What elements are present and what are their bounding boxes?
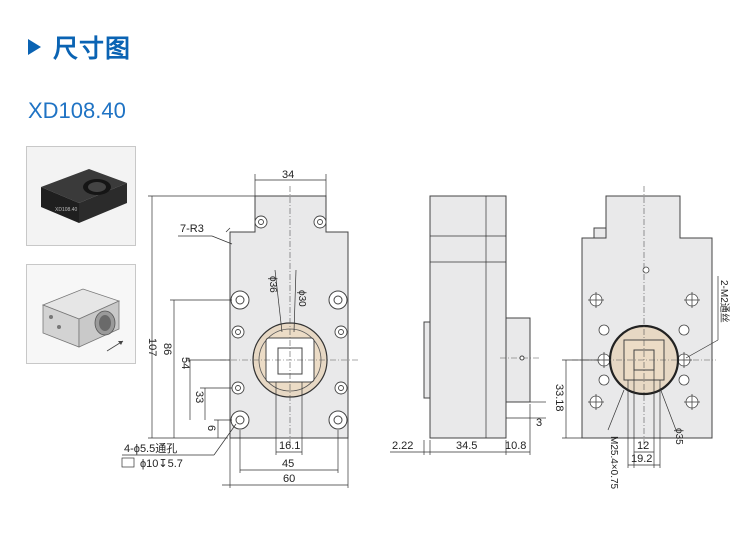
section-header: 尺寸图: [28, 30, 131, 64]
dim-2-22: 2.22: [392, 440, 413, 452]
dim-radius: 7-R3: [180, 223, 204, 235]
hole-note-1: 4-ϕ5.5通孔: [124, 442, 177, 455]
dim-45: 45: [282, 458, 294, 470]
side-body: [429, 195, 507, 439]
dim-12: 12: [637, 440, 649, 452]
counterbore-icon: [121, 457, 135, 468]
side-knob: [505, 317, 531, 403]
dim-34-5: 34.5: [456, 440, 477, 452]
dim-16-1: 16.1: [279, 440, 300, 452]
front-body-outline: [229, 195, 349, 439]
dim-dia-36: ϕ36: [267, 276, 278, 293]
triangle-bullet-icon: [28, 39, 41, 55]
dim-33-18: 33.18: [553, 384, 565, 412]
product-photo-front: XD108.40: [26, 146, 136, 246]
mount-holes: [230, 290, 348, 430]
side-flange: [423, 321, 431, 399]
back-holes: [588, 266, 700, 410]
dim-60: 60: [283, 473, 295, 485]
dim-height-86: 86: [161, 343, 173, 355]
back-tab: [593, 227, 607, 239]
dim-dia-35: ϕ35: [673, 428, 684, 445]
product-photo-front-art: XD108.40: [27, 147, 135, 245]
screw-holes: [231, 215, 348, 395]
photo-label: XD108.40: [55, 207, 77, 213]
dim-3: 3: [536, 417, 542, 429]
dim-top-width: 34: [282, 169, 294, 181]
dim-19-2: 19.2: [631, 453, 652, 465]
front-view: 34 7-R3 107 86 54 33 6 ϕ36 ϕ30: [121, 169, 360, 488]
model-number: XD108.40: [28, 98, 126, 123]
dim-height-6: 6: [205, 425, 217, 431]
thread-note: 2-M2通丝: [718, 280, 730, 323]
dim-height-33: 33: [193, 391, 205, 403]
side-view: 2.22 34.5 10.8 3: [390, 195, 546, 455]
dim-dia-30: ϕ30: [296, 290, 307, 307]
product-photo-angle-art: [27, 265, 135, 363]
thread-main: M25.4×0.75: [608, 436, 619, 490]
dim-10-8: 10.8: [505, 440, 526, 452]
product-photo-angle: [26, 264, 136, 364]
hole-note-2: ϕ10↧5.7: [140, 458, 183, 470]
back-view: 2-M2通丝 33.18 12 19.2 ϕ35 M25.4×0.75: [553, 186, 730, 490]
dim-height-54: 54: [179, 357, 191, 369]
dim-total-height: 107: [146, 338, 158, 356]
section-title: 尺寸图: [53, 34, 132, 63]
